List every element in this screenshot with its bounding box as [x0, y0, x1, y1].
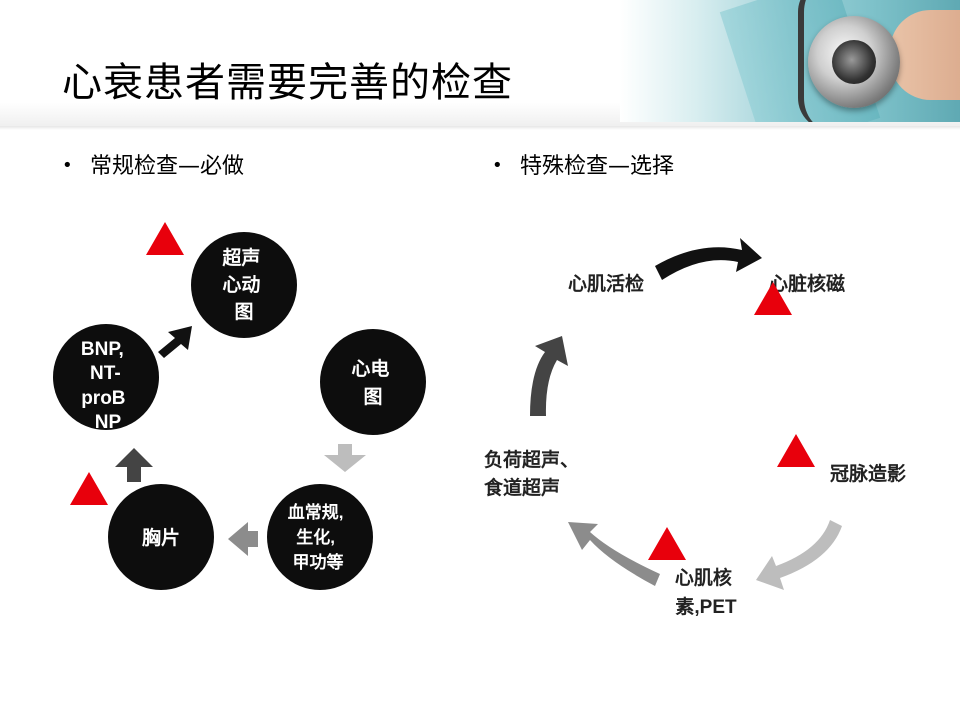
bnp-label-line: NT-	[90, 363, 121, 384]
arrow-nuclear-to-stress	[568, 522, 660, 586]
arrow-bnp-to-echo	[158, 326, 192, 358]
arrow-biopsy-to-cmr	[655, 238, 762, 280]
bnp-label-line: NP	[95, 412, 122, 433]
routine-cycle: 超声 心动 图 心电 图 血常规, 生化, 甲功等 胸片 BNP, NT- pr…	[53, 222, 426, 590]
header-divider	[0, 126, 960, 130]
echo-label-line: 心动	[222, 274, 260, 296]
blood-test-label-line: 生化,	[296, 527, 335, 547]
bnp-label-line: BNP,	[81, 339, 124, 360]
echo-label-line: 超声	[221, 246, 260, 269]
echo-label: 超声 心动 图	[221, 246, 265, 323]
bullet-special-text: 特殊检查—选择	[520, 154, 675, 179]
cmr-label-line: 心脏核磁	[769, 272, 845, 295]
ecg-label-line: 图	[363, 386, 382, 408]
nuclear-pet-label: 心肌核 素,PET	[675, 566, 737, 618]
chest-xray-label: 胸片	[142, 526, 180, 549]
marker-xray-triangle-icon	[70, 472, 108, 505]
marker-echo-triangle-icon	[146, 222, 184, 255]
coronary-angio-label: 冠脉造影	[830, 462, 906, 485]
special-cycle: 心肌活检 心脏核磁 冠脉造影 心肌核 素,PET 负荷超声、 食道超声	[484, 238, 906, 618]
ecg-label-line: 心电	[351, 357, 389, 380]
arrow-ecg-to-blood	[324, 444, 366, 472]
arrow-angio-to-nuclear	[756, 520, 842, 590]
echo-label-line: 图	[234, 301, 253, 323]
cmr-label: 心脏核磁	[769, 272, 845, 295]
ecg-label: 心电 图	[351, 357, 394, 408]
bnp-node	[53, 324, 159, 430]
bullet-dot-icon: •	[492, 155, 503, 176]
stress-echo-label: 负荷超声、 食道超声	[484, 448, 584, 499]
arrow-stress-to-biopsy	[530, 336, 568, 416]
coronary-angio-label-line: 冠脉造影	[830, 462, 906, 485]
bullet-routine-text: 常规检查—必做	[90, 154, 245, 179]
blood-test-label-line: 血常规,	[288, 502, 344, 522]
stress-echo-label-line: 食道超声	[484, 476, 560, 499]
slide-title: 心衰患者需要完善的检查	[62, 60, 513, 106]
bnp-label-line: proB	[81, 388, 125, 409]
biopsy-label-line: 心肌活检	[568, 272, 644, 295]
bullet-special: • 特殊检查—选择	[492, 148, 674, 180]
ecg-node	[320, 329, 426, 435]
echo-node	[191, 232, 297, 338]
blood-test-node	[267, 484, 373, 590]
arrow-chest-to-bnp	[115, 448, 153, 482]
chest-xray-label-line: 胸片	[142, 526, 180, 549]
bnp-label: BNP, NT- proB NP	[81, 339, 131, 433]
nuclear-pet-label-line: 心肌核	[675, 566, 732, 589]
marker-angio-triangle-icon	[777, 434, 815, 467]
stress-echo-label-line: 负荷超声、	[484, 448, 579, 471]
marker-cmr-triangle-icon	[754, 282, 792, 315]
bullet-dot-icon: •	[62, 155, 73, 176]
bullet-routine: • 常规检查—必做	[62, 148, 244, 180]
biopsy-label: 心肌活检	[568, 272, 644, 295]
marker-nuclear-triangle-icon	[648, 527, 686, 560]
stethoscope-photo	[620, 0, 960, 122]
nuclear-pet-label-line: 素,PET	[675, 595, 737, 618]
blood-test-label-line: 甲功等	[293, 552, 344, 572]
blood-test-label: 血常规, 生化, 甲功等	[288, 502, 348, 572]
arrow-blood-to-chest	[228, 522, 258, 556]
chest-xray-node	[108, 484, 214, 590]
